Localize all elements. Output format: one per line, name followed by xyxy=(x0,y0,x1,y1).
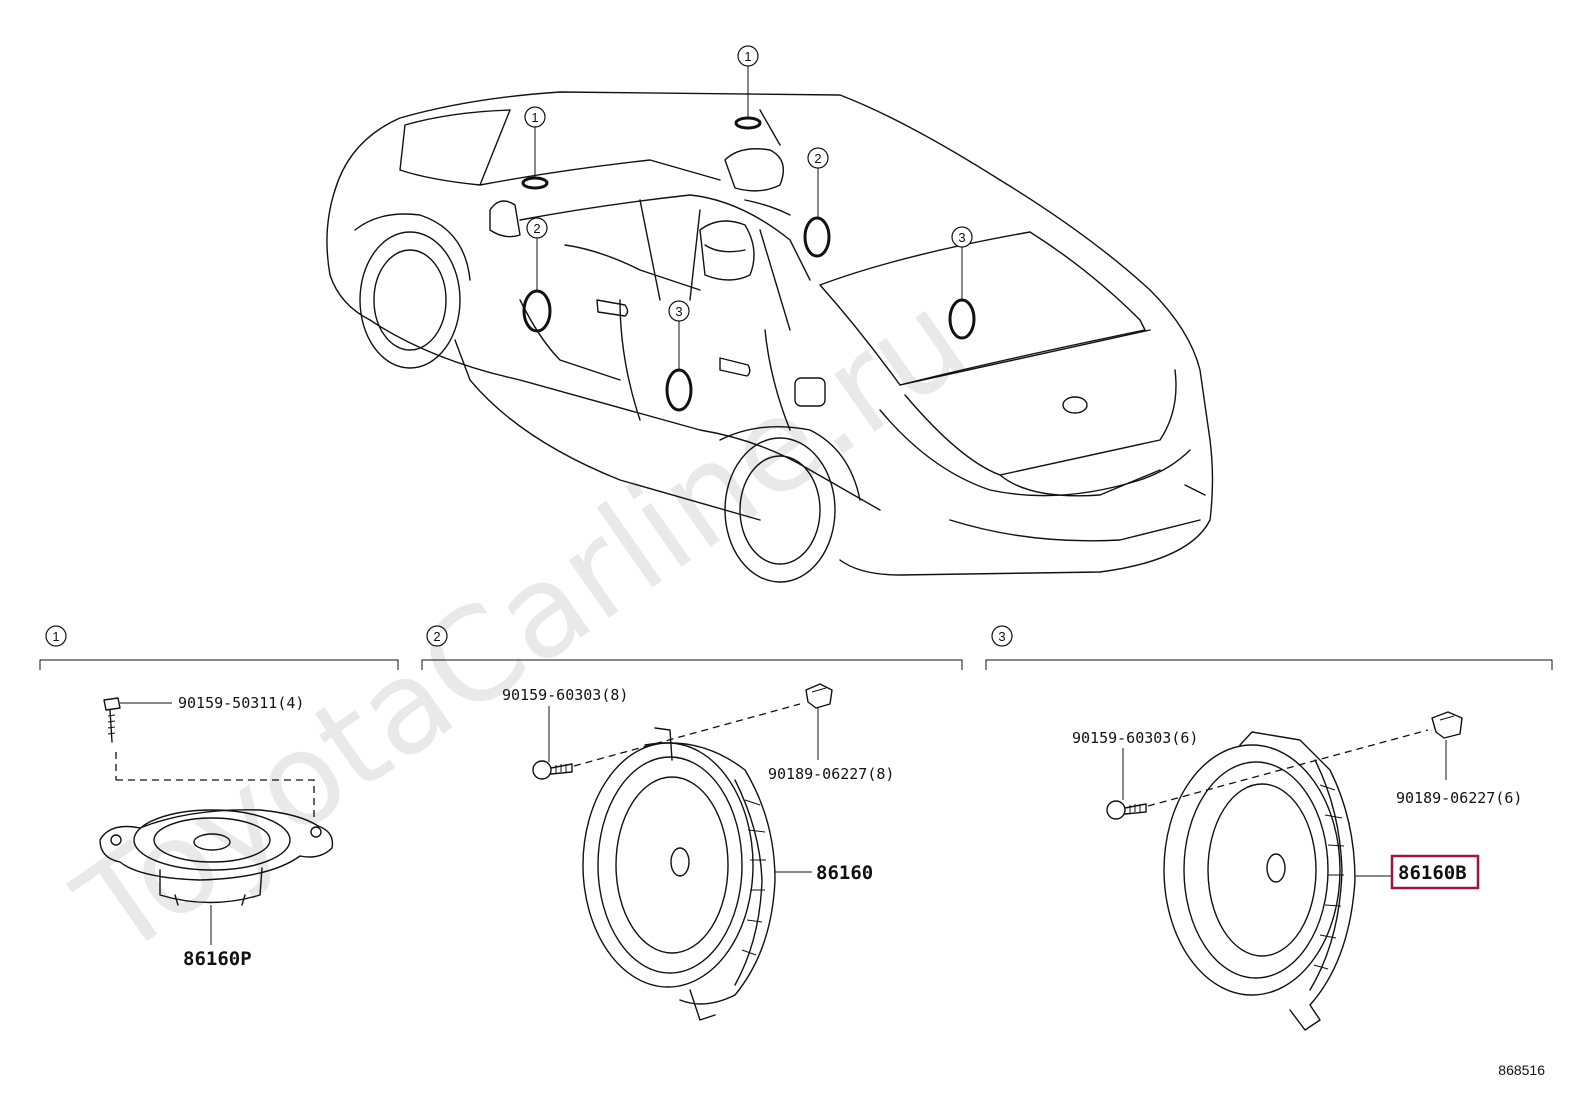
svg-text:2: 2 xyxy=(533,221,540,236)
svg-text:3: 3 xyxy=(675,304,682,319)
car-illustration xyxy=(326,65,1214,583)
tweeter-ring xyxy=(734,116,762,130)
clip-icon xyxy=(1431,711,1463,739)
car-callout: 1 xyxy=(737,45,759,67)
part-number-86160P[interactable]: 86160P xyxy=(183,948,252,970)
front-door-speaker-ring xyxy=(803,216,831,258)
section-2-parts: 90159-60303(8) 90189-06227(8) 86160 xyxy=(502,683,894,1021)
clip-icon xyxy=(805,683,833,709)
diagram-reference-number: 868516 xyxy=(1498,1062,1545,1078)
tweeter-speaker-icon xyxy=(99,809,334,906)
front-door-speaker-ring xyxy=(522,289,552,333)
car-callout: 2 xyxy=(807,147,829,169)
screw-icon xyxy=(103,697,121,743)
section-3-header: 3 xyxy=(985,625,1553,670)
part-number-90189-06227-6[interactable]: 90189-06227(6) xyxy=(1396,789,1522,807)
svg-text:3: 3 xyxy=(998,629,1005,644)
part-number-86160[interactable]: 86160 xyxy=(816,862,873,884)
part-number-90159-60303-6[interactable]: 90159-60303(6) xyxy=(1072,729,1198,747)
rear-door-speaker-ring xyxy=(665,368,693,412)
svg-text:3: 3 xyxy=(958,230,965,245)
screw-icon xyxy=(532,760,573,780)
highlight-box xyxy=(1390,854,1480,890)
section-1-parts: 90159-50311(4) 86160P xyxy=(99,694,334,970)
svg-text:1: 1 xyxy=(744,49,751,64)
car-callout: 1 xyxy=(524,106,546,128)
part-number-90159-60303-8[interactable]: 90159-60303(8) xyxy=(502,686,628,704)
tweeter-ring xyxy=(521,176,549,190)
svg-text:1: 1 xyxy=(531,110,538,125)
screw-icon xyxy=(1106,800,1147,820)
part-number-90189-06227-8[interactable]: 90189-06227(8) xyxy=(768,765,894,783)
svg-text:2: 2 xyxy=(814,151,821,166)
car-callout: 2 xyxy=(526,217,548,239)
part-number-86160B[interactable]: 86160B xyxy=(1398,862,1467,884)
part-number-90159-50311[interactable]: 90159-50311(4) xyxy=(178,694,304,712)
svg-text:2: 2 xyxy=(433,629,440,644)
section-2-header: 2 xyxy=(421,625,963,670)
car-callout: 3 xyxy=(951,226,973,248)
car-callout: 3 xyxy=(668,300,690,322)
door-speaker-icon xyxy=(1163,731,1356,1031)
section-1-header: 1 xyxy=(39,625,399,670)
door-speaker-icon xyxy=(582,727,776,1021)
section-3-parts: 90159-60303(6) 90189-06227(6) 86160B xyxy=(1072,711,1522,1031)
svg-text:1: 1 xyxy=(52,629,59,644)
rear-door-speaker-ring xyxy=(948,298,976,340)
